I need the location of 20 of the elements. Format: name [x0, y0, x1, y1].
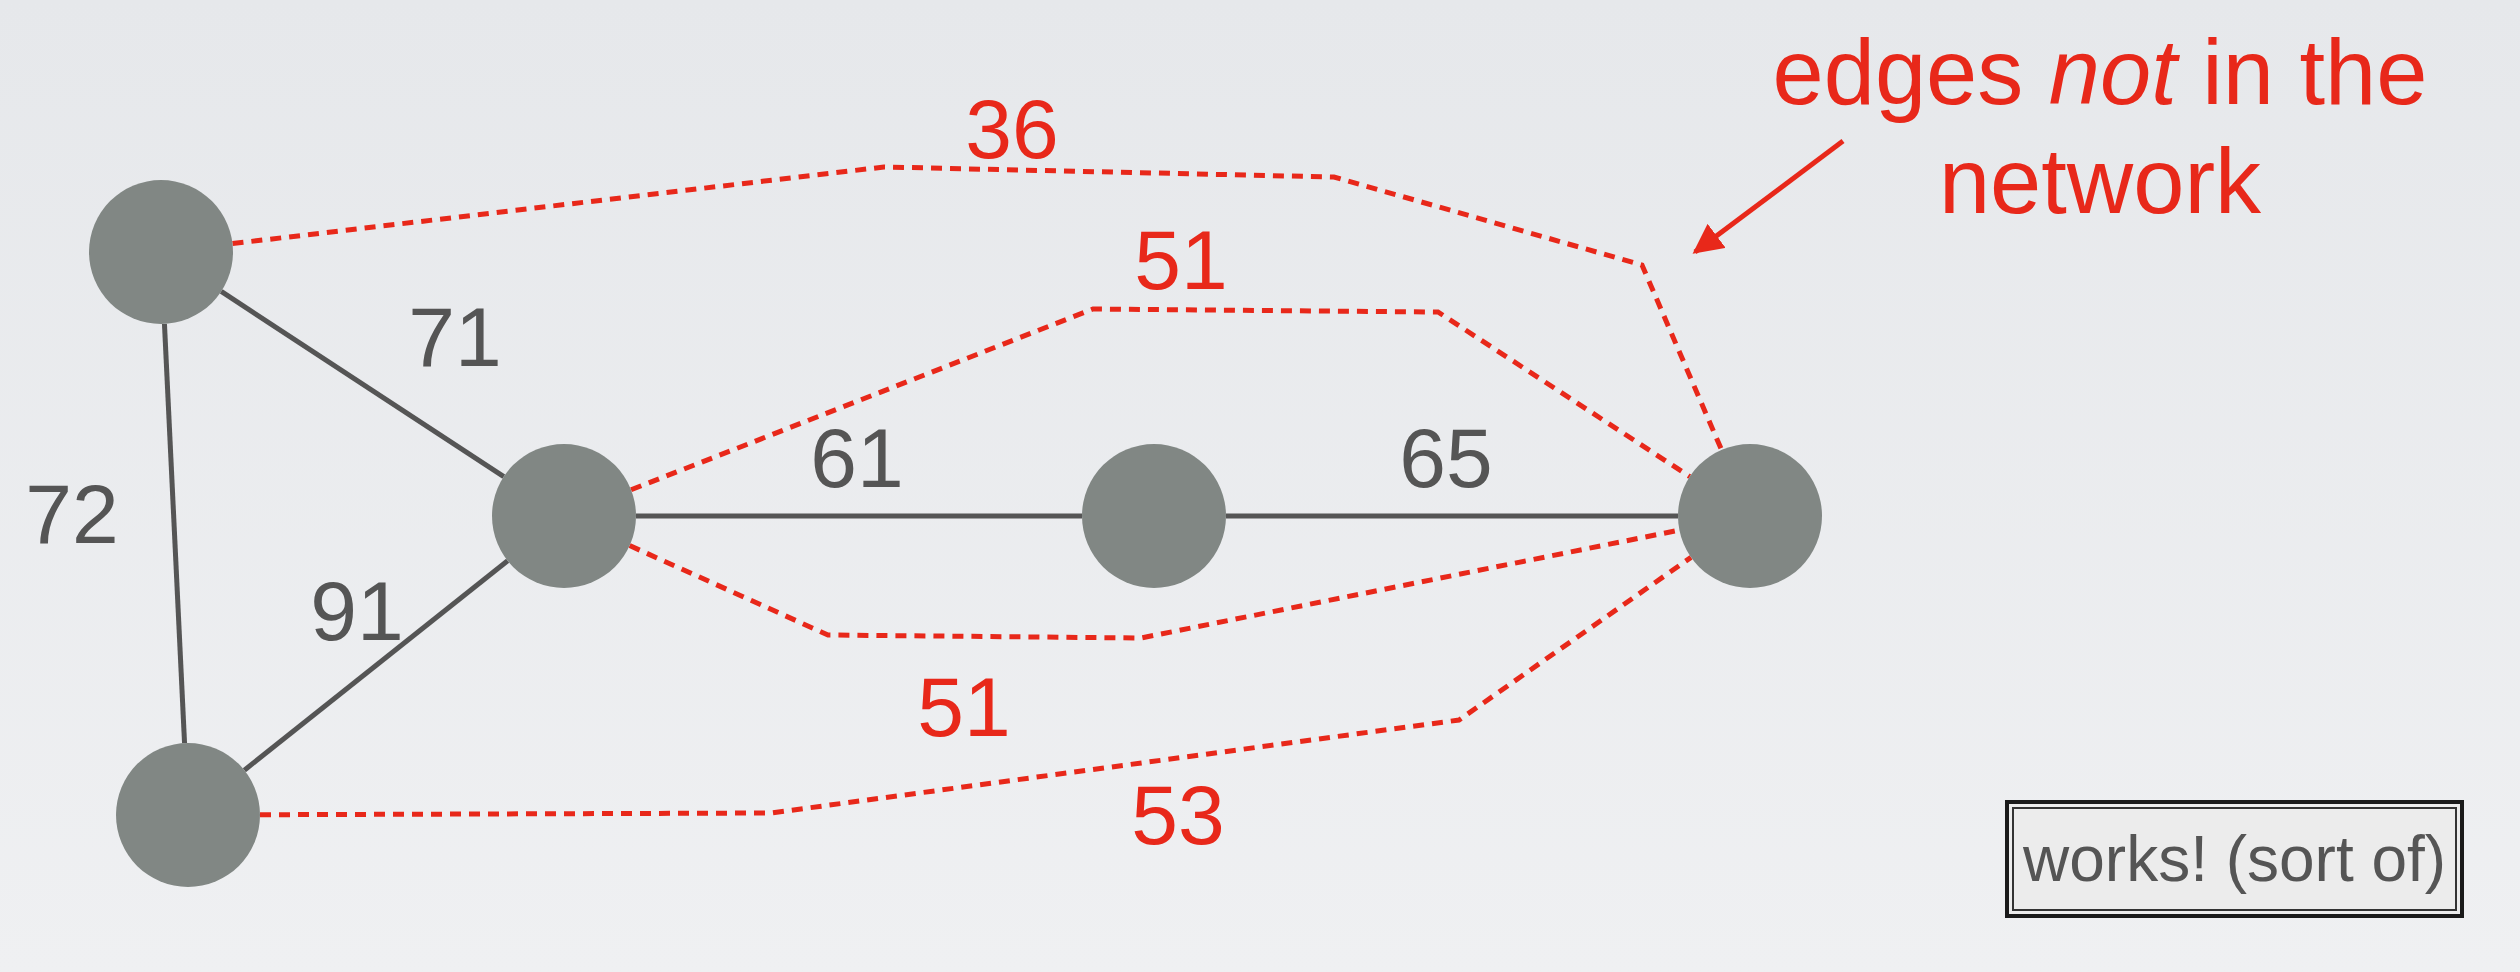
- dashed-edge: [260, 555, 1693, 818]
- graph-edge: [636, 513, 1082, 519]
- edge-label: 51: [917, 665, 1011, 749]
- edge-label: 72: [25, 472, 119, 556]
- graph-edge: [161, 323, 188, 744]
- edge-label: 71: [408, 295, 502, 379]
- graph-edge: [242, 558, 510, 773]
- dashed-edge: [630, 306, 1692, 493]
- note-box: works! (sort of): [2005, 800, 2465, 918]
- edge-label: 91: [310, 569, 404, 653]
- edge-label: 51: [1134, 218, 1228, 302]
- annotation-text: edges not in the network: [1700, 18, 2500, 236]
- dashed-edge: [232, 164, 1724, 451]
- graph-edge: [219, 289, 506, 479]
- edge-label: 53: [1131, 773, 1225, 857]
- edge-label: 65: [1399, 416, 1493, 500]
- graph-edge: [1226, 513, 1678, 519]
- pointer-arrow: [1692, 139, 1845, 254]
- edge-label: 61: [810, 416, 904, 500]
- edge-label: 36: [965, 87, 1059, 171]
